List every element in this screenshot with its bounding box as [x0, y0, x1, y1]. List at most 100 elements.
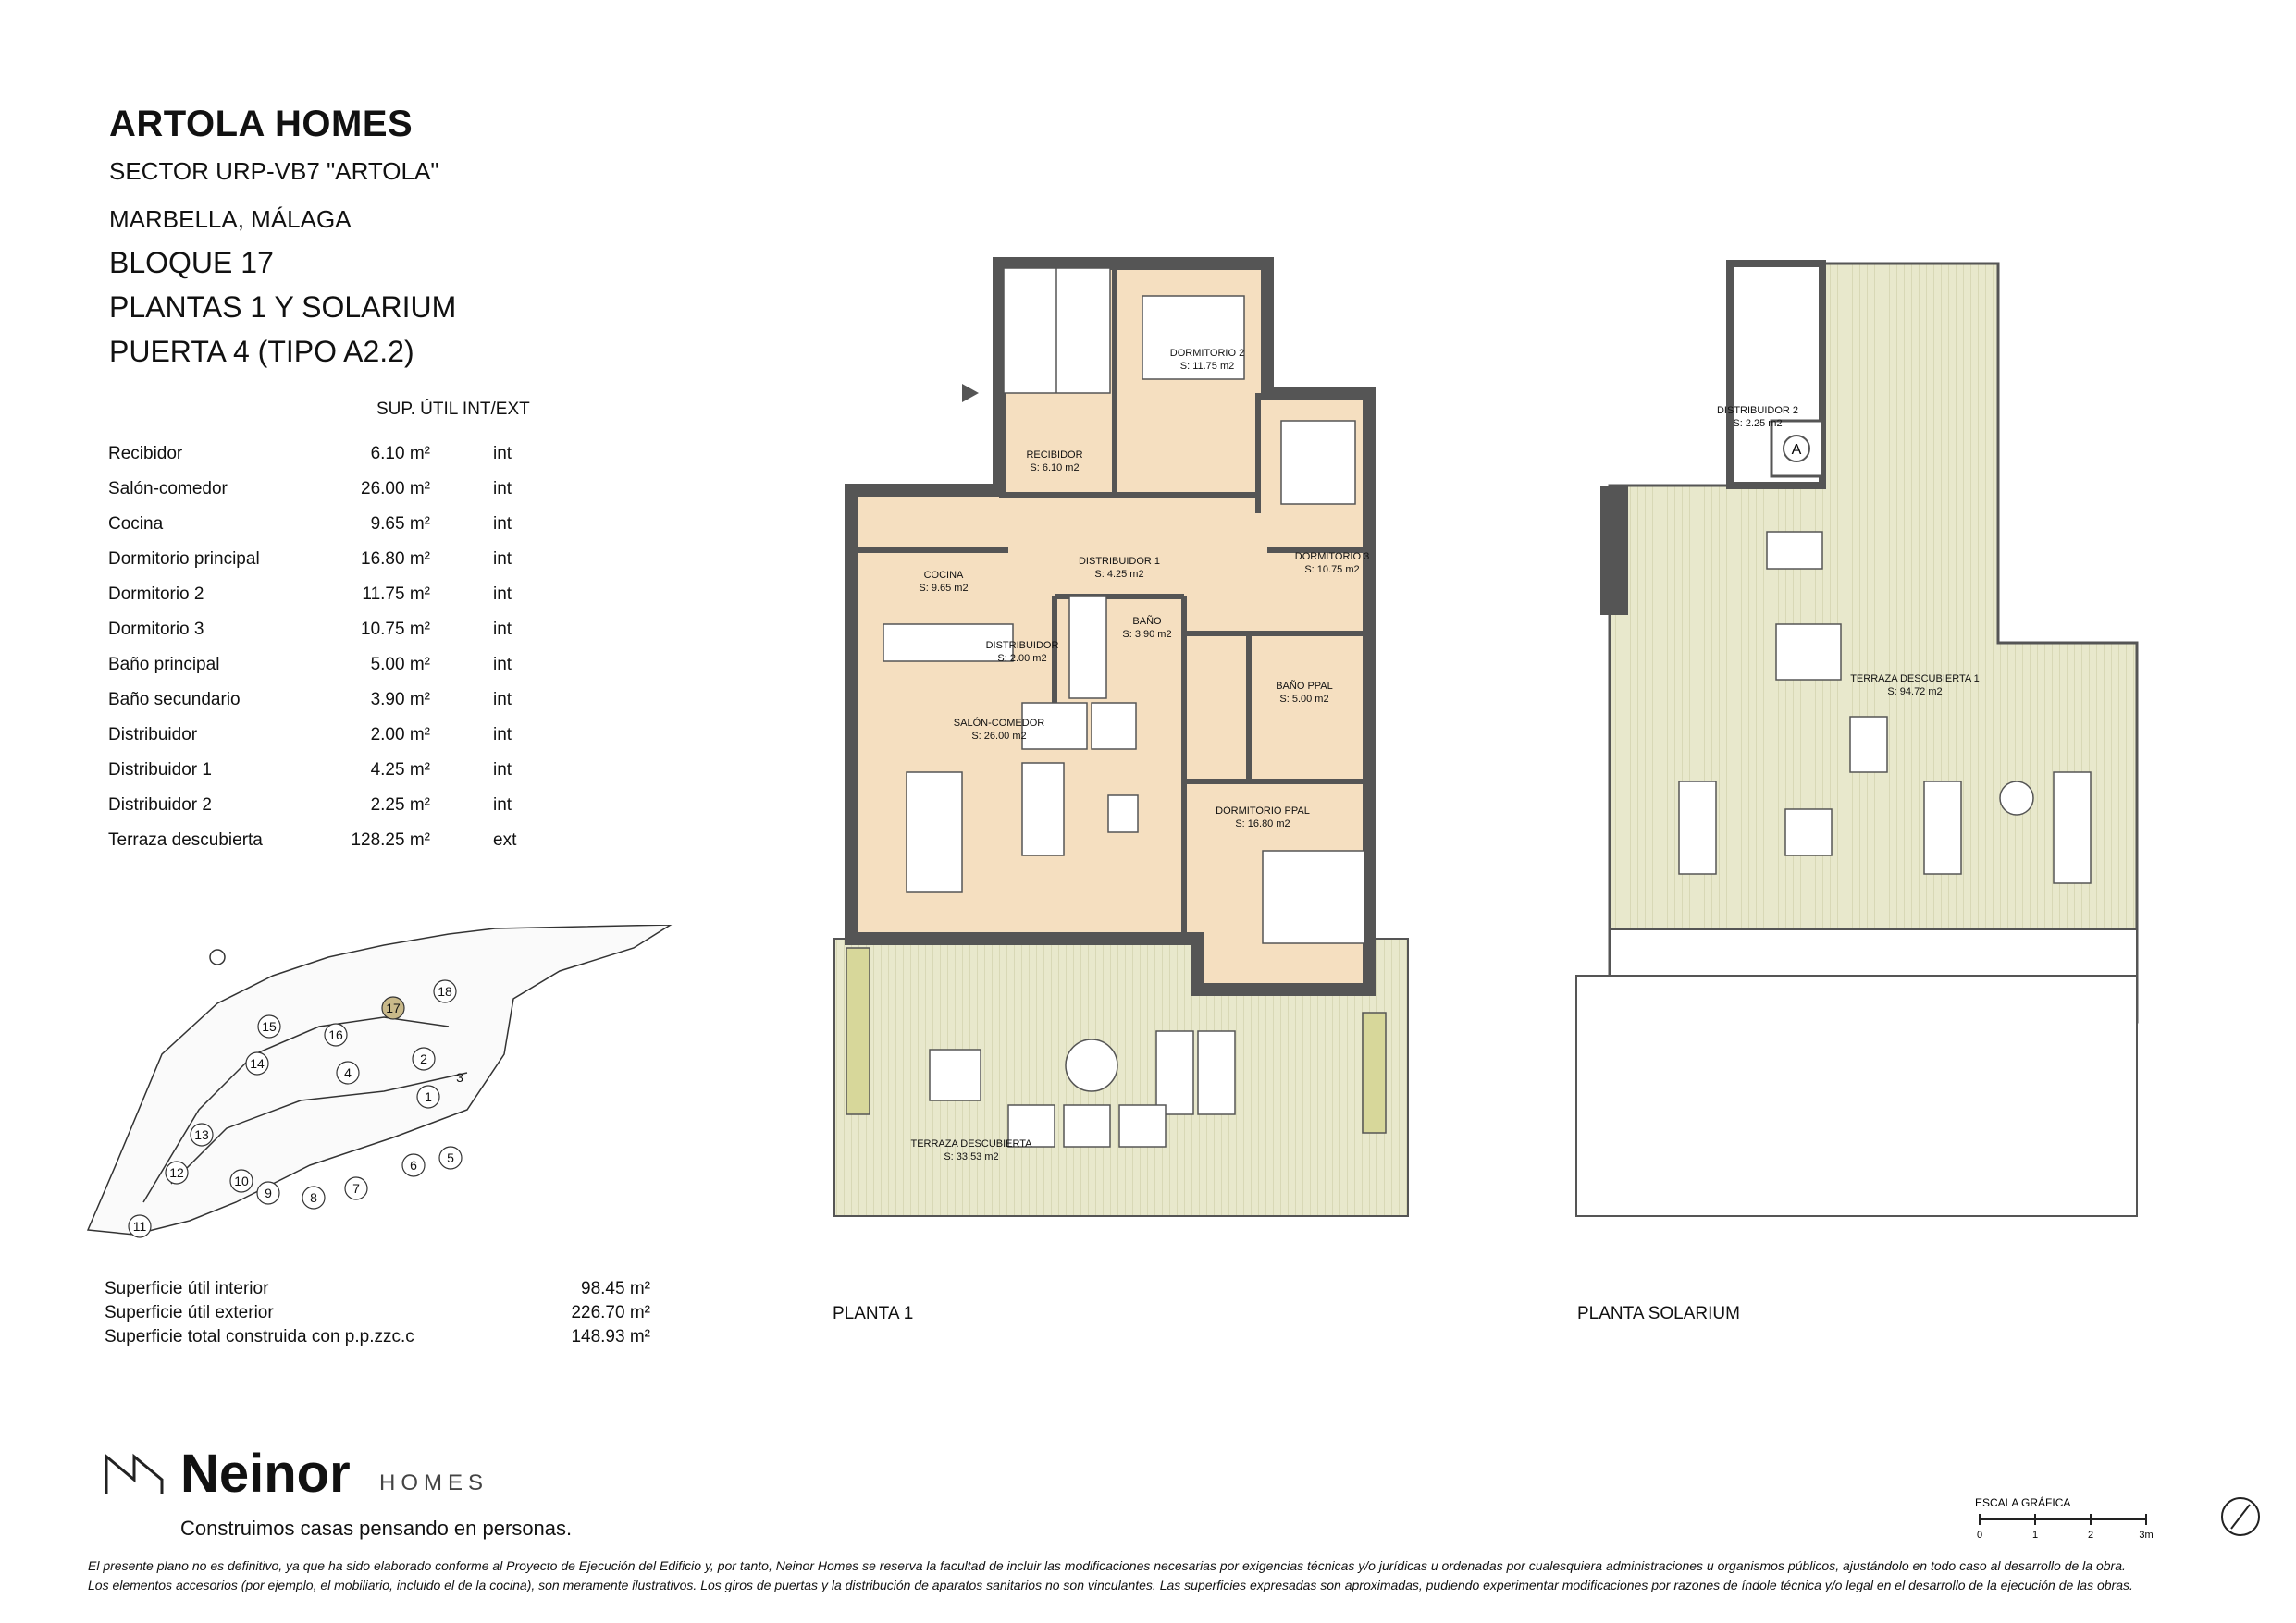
site-block: 2	[412, 1047, 436, 1071]
site-block: 6	[401, 1153, 426, 1177]
plan-1-label: PLANTA 1	[833, 1304, 914, 1323]
site-block: 11	[128, 1214, 152, 1238]
site-block: 5	[438, 1146, 463, 1170]
solar-wall	[1600, 486, 1628, 615]
site-block: 15	[257, 1014, 281, 1039]
site-block: 1	[416, 1085, 440, 1109]
room-name: RECIBIDOR	[1026, 449, 1082, 461]
summary-row: Superficie total construida con p.p.zzc.…	[105, 1327, 650, 1346]
room-name: BAÑO PPAL	[1276, 680, 1333, 692]
floor-plan-1: RECIBIDOR S: 6.10 m2 DORMITORIO 2 S: 11.…	[833, 257, 1409, 1217]
site-block: 7	[344, 1176, 368, 1200]
room-area: S: 6.10 m2	[1030, 462, 1079, 473]
room-name: DORMITORIO 3	[1295, 551, 1369, 562]
lower-void	[1575, 975, 2138, 1217]
room-name: DISTRIBUIDOR 2	[1717, 405, 1798, 416]
site-block: 3	[456, 1070, 463, 1085]
brand-name: Neinor	[180, 1444, 351, 1504]
room-name: COCINA	[924, 570, 964, 581]
svg-text:14: 14	[250, 1056, 265, 1071]
room-area: S: 9.65 m2	[919, 583, 968, 594]
svg-text:3: 3	[456, 1070, 463, 1085]
solarium-terrace	[1608, 262, 2139, 1024]
room-name: DISTRIBUIDOR	[986, 640, 1059, 651]
north-compass-icon	[2221, 1497, 2260, 1536]
site-block: 13	[190, 1123, 214, 1147]
room-area: S: 2.25 m2	[1733, 418, 1782, 429]
interior-area	[845, 257, 1376, 996]
room-name: BAÑO	[1132, 615, 1162, 627]
svg-text:1: 1	[425, 1089, 432, 1104]
room-area: S: 2.00 m2	[997, 653, 1046, 664]
svg-text:12: 12	[169, 1165, 184, 1180]
room-area: S: 10.75 m2	[1304, 564, 1359, 575]
scale-tick: 1	[2032, 1530, 2038, 1540]
room-area: S: 3.90 m2	[1122, 629, 1171, 640]
room-name: TERRAZA DESCUBIERTA 1	[1850, 673, 1980, 684]
svg-text:6: 6	[410, 1158, 417, 1173]
room-area: S: 11.75 m2	[1180, 361, 1235, 372]
scale-tick: 0	[1977, 1530, 1982, 1540]
site-block: 4	[336, 1061, 360, 1085]
block-label: BLOQUE 17	[109, 246, 274, 279]
svg-text:17: 17	[386, 1001, 401, 1015]
neinor-logo-icon	[105, 1453, 164, 1494]
svg-text:4: 4	[344, 1065, 352, 1080]
scale-tick: 2	[2088, 1530, 2093, 1540]
lift-label: A	[1792, 442, 1802, 458]
site-block: 10	[229, 1169, 253, 1193]
floor-plan-solarium: A DISTRIBUIDOR 2 S: 2.25 m2 TERRAZA DESC…	[1575, 260, 2139, 1217]
project-location: MARBELLA, MÁLAGA	[109, 205, 352, 233]
room-name: DORMITORIO PPAL	[1216, 805, 1310, 817]
site-plan: 1 2 3 4 5 6 7 8 9 10 11 12 13 14 15 16 1…	[86, 925, 673, 1238]
disclaimer-line-2: Los elementos accesorios (por ejemplo, e…	[88, 1578, 2133, 1592]
lift-icon	[1783, 435, 1810, 462]
site-block: 16	[324, 1023, 348, 1047]
room-name: SALÓN-COMEDOR	[954, 717, 1044, 729]
door-label: PUERTA 4 (TIPO A2.2)	[109, 335, 414, 368]
room-area: S: 94.72 m2	[1887, 686, 1942, 697]
svg-text:2: 2	[420, 1051, 427, 1066]
entrance-arrow-icon	[962, 384, 979, 402]
site-block: 14	[245, 1051, 269, 1076]
room-name: DORMITORIO 2	[1170, 348, 1244, 359]
brand-sub: HOMES	[379, 1470, 489, 1495]
site-block: 8	[302, 1186, 326, 1210]
room-name: DISTRIBUIDOR 1	[1079, 556, 1160, 567]
brand-tagline: Construimos casas pensando en personas.	[180, 1517, 573, 1540]
svg-text:8: 8	[310, 1190, 317, 1205]
project-title: ARTOLA HOMES	[109, 104, 414, 144]
room-name: TERRAZA DESCUBIERTA	[910, 1138, 1032, 1150]
svg-text:16: 16	[328, 1027, 343, 1042]
floors-label: PLANTAS 1 Y SOLARIUM	[109, 290, 457, 324]
project-sector: SECTOR URP-VB7 "ARTOLA"	[109, 157, 439, 185]
svg-text:13: 13	[194, 1127, 209, 1142]
disclaimer-line-1: El presente plano no es definitivo, ya q…	[88, 1558, 2126, 1573]
site-block: 18	[433, 979, 457, 1003]
graphic-scale: ESCALA GRÁFICA 0 1 2 3m	[1975, 1495, 2260, 1540]
scale-title: ESCALA GRÁFICA	[1975, 1495, 2070, 1509]
room-area: S: 16.80 m2	[1235, 818, 1290, 830]
room-area: S: 4.25 m2	[1094, 569, 1143, 580]
svg-text:10: 10	[234, 1174, 249, 1188]
svg-text:15: 15	[262, 1019, 277, 1034]
svg-text:7: 7	[352, 1181, 360, 1196]
svg-text:11: 11	[133, 1219, 147, 1234]
disclaimer: El presente plano no es definitivo, ya q…	[88, 1556, 2243, 1595]
scale-tick: 3m	[2139, 1530, 2153, 1540]
svg-text:5: 5	[447, 1150, 454, 1165]
site-block: 9	[256, 1181, 280, 1205]
room-area: S: 5.00 m2	[1279, 694, 1328, 705]
